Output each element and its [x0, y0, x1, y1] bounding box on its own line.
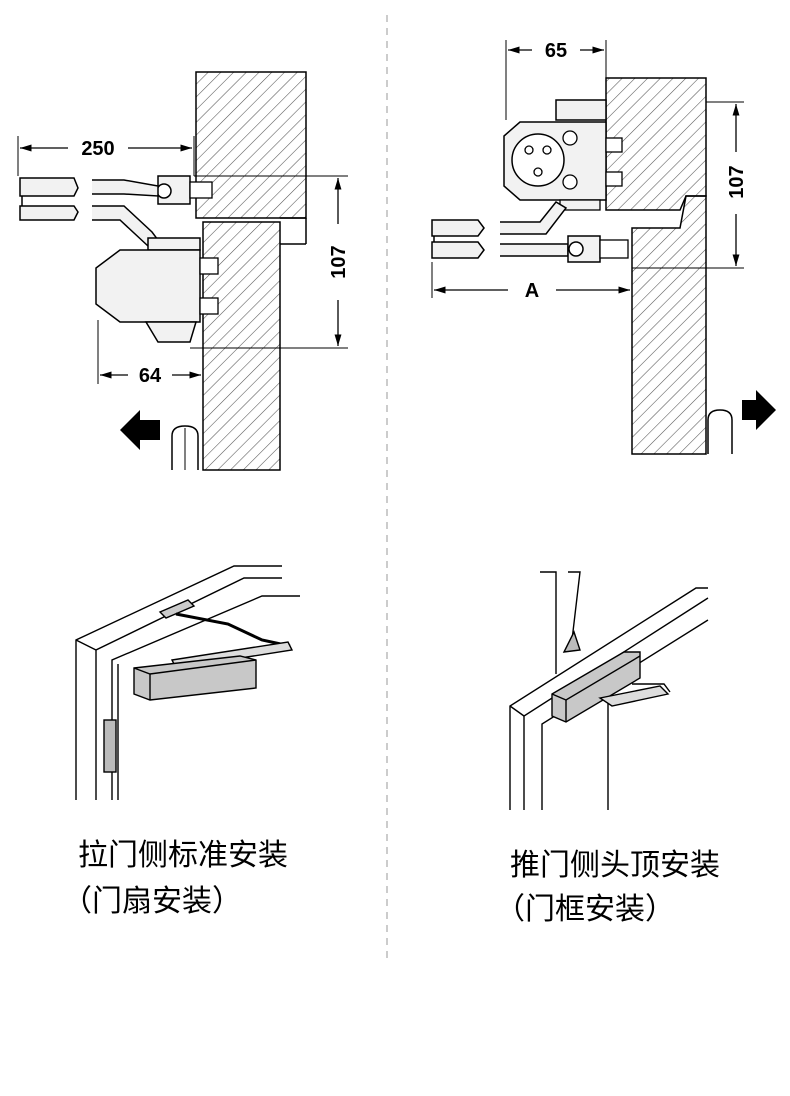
left-perspective-illustration — [75, 565, 300, 800]
dimension-offset-label: 64 — [139, 365, 162, 387]
dimension-width: 250 — [20, 138, 192, 160]
door-leaf — [202, 221, 281, 471]
left-caption-subtitle: （门扇安装） — [62, 884, 242, 919]
opening-direction-arrow-icon — [120, 410, 160, 450]
dimension-variable: A — [434, 280, 630, 302]
right-section-drawing: 65 107 A — [431, 40, 776, 455]
right-caption-subtitle: （门框安装） — [495, 892, 675, 927]
hinge — [103, 719, 117, 773]
closer-body — [95, 237, 219, 343]
arm-break-ends — [19, 177, 79, 221]
dimension-width-right-label: 65 — [545, 40, 567, 62]
dimension-offset: 64 — [100, 365, 201, 387]
hinge-pin — [171, 425, 199, 470]
door-frame-block — [195, 71, 307, 219]
dimension-width-label: 250 — [81, 138, 114, 160]
closer-box-right — [551, 651, 641, 723]
dimension-height-label: 107 — [328, 245, 350, 278]
dimension-height-right: 107 — [726, 104, 748, 266]
arm-break-ends-right — [431, 219, 485, 259]
right-caption-title: 推门侧头顶安装 — [510, 848, 720, 883]
arm-shoe-right — [567, 235, 629, 263]
dimension-height: 107 — [328, 178, 350, 346]
main-arm-right — [500, 201, 568, 235]
hinge-pin-right — [707, 409, 733, 454]
dimension-variable-label: A — [525, 280, 539, 302]
lower-arm-right — [500, 243, 569, 257]
opening-direction-arrow-icon — [742, 390, 776, 430]
main-arm — [92, 179, 159, 197]
closer-box-left — [133, 655, 257, 701]
left-section-drawing: 250 107 64 — [17, 71, 350, 471]
dimension-width-right: 65 — [508, 40, 604, 62]
left-caption-title: 拉门侧标准安装 — [78, 838, 288, 873]
closer-body-right — [503, 99, 623, 211]
door-leaf-right — [631, 195, 707, 455]
dimension-height-right-label: 107 — [726, 165, 748, 198]
right-perspective-illustration — [509, 571, 709, 810]
